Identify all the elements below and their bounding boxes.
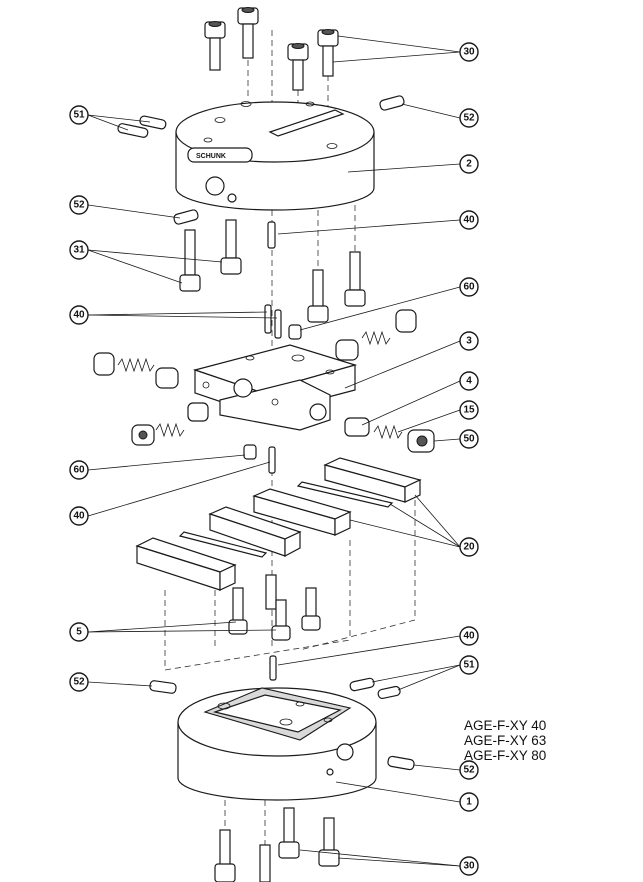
screw-5-a <box>228 587 248 635</box>
brand-mark: SCHUNK <box>196 153 226 160</box>
svg-text:15: 15 <box>463 405 475 416</box>
screw-30-bottom-3 <box>278 807 300 859</box>
screw-5-d <box>301 587 321 631</box>
svg-text:40: 40 <box>73 511 85 522</box>
svg-text:50: 50 <box>463 434 475 445</box>
callout-3: 3 <box>459 331 479 351</box>
svg-text:30: 30 <box>463 861 475 872</box>
screw-30-top-1 <box>204 21 226 71</box>
callout-52-top: 52 <box>459 108 479 128</box>
callout-40-lower: 40 <box>459 626 479 646</box>
bushing-4 <box>344 417 370 437</box>
spring-15 <box>373 424 403 440</box>
guide-rail-20-bottom <box>135 537 237 591</box>
svg-text:52: 52 <box>73 200 85 211</box>
callout-30-top: 30 <box>459 42 479 62</box>
piece-60-upper <box>288 324 302 340</box>
screw-30-top-2 <box>237 7 259 59</box>
spring-cap-assembly-left-lower <box>131 402 209 446</box>
screw-30-bottom-1 <box>214 829 236 882</box>
callout-15: 15 <box>459 400 479 420</box>
screw-31-a <box>179 229 201 292</box>
model-label: AGE-F-XY 80 <box>464 748 547 763</box>
callout-52-mid: 52 <box>69 195 89 215</box>
callout-1: 1 <box>459 792 479 812</box>
guide-rod-20-back <box>296 481 394 508</box>
screw-31-c <box>307 269 329 323</box>
model-list: AGE-F-XY 40 AGE-F-XY 63 AGE-F-XY 80 <box>464 718 546 763</box>
leader-lines <box>87 35 461 867</box>
piece-60-lower <box>243 444 257 460</box>
svg-text:4: 4 <box>466 376 472 387</box>
dowel-pin-52-top <box>379 95 405 111</box>
model-label: AGE-F-XY 63 <box>464 733 547 748</box>
screw-30-bottom-4 <box>318 817 340 867</box>
guide-rail-20-mid <box>252 488 352 536</box>
svg-text:20: 20 <box>463 542 475 553</box>
callout-40-mid: 40 <box>69 506 89 526</box>
callout-60-upper: 60 <box>459 277 479 297</box>
callout-30-bottom: 30 <box>459 856 479 876</box>
svg-text:60: 60 <box>463 282 475 293</box>
callout-5: 5 <box>69 622 89 642</box>
screw-31-d <box>344 251 366 307</box>
callout-60-lower: 60 <box>69 460 89 480</box>
callout-52-left: 52 <box>69 672 89 692</box>
dowel-pin-51-d <box>377 685 401 700</box>
spring-cap-assembly-right-upper <box>335 309 417 361</box>
screw-30-bottom-2 <box>259 844 271 882</box>
dowel-pin-51-c <box>349 677 375 692</box>
callout-52-right: 52 <box>459 760 479 780</box>
svg-text:3: 3 <box>466 336 472 347</box>
callout-50: 50 <box>459 429 479 449</box>
pin-40-upper <box>267 221 276 249</box>
pin-40-lower <box>269 655 277 681</box>
dowel-pin-52-mid <box>173 209 199 225</box>
svg-text:52: 52 <box>73 677 85 688</box>
model-label: AGE-F-XY 40 <box>464 718 547 733</box>
svg-text:51: 51 <box>463 660 475 671</box>
svg-text:52: 52 <box>463 113 475 124</box>
svg-text:30: 30 <box>463 47 475 58</box>
screw-30-top-3 <box>287 43 309 91</box>
svg-text:2: 2 <box>466 159 472 170</box>
callout-20: 20 <box>459 537 479 557</box>
svg-text:60: 60 <box>73 465 85 476</box>
svg-text:40: 40 <box>463 631 475 642</box>
dowel-pin-51-a <box>117 123 149 138</box>
screw-5-c <box>271 599 291 641</box>
svg-text:40: 40 <box>73 310 85 321</box>
screw-cap-50 <box>407 429 435 453</box>
callout-51-base: 51 <box>459 655 479 675</box>
svg-text:52: 52 <box>463 765 475 776</box>
callout-31: 31 <box>69 240 89 260</box>
callout-40-upper: 40 <box>459 210 479 230</box>
base-body-1 <box>177 687 377 801</box>
cross-slide-block-3 <box>192 344 358 431</box>
dowel-pin-52-left <box>149 680 177 694</box>
dowel-pin-52-right <box>387 755 415 771</box>
svg-text:51: 51 <box>73 110 85 121</box>
guide-rail-20-front <box>208 506 302 557</box>
callout-4: 4 <box>459 371 479 391</box>
screw-5-b <box>265 574 277 610</box>
svg-text:40: 40 <box>463 215 475 226</box>
svg-text:5: 5 <box>76 627 82 638</box>
screw-31-b <box>220 219 242 275</box>
pins-40-pair <box>264 304 282 339</box>
screw-30-top-4 <box>317 29 339 77</box>
guide-rod-20-front <box>178 531 268 558</box>
dowel-pin-51-b <box>139 115 167 130</box>
spring-cap-assembly-left-upper <box>93 352 179 389</box>
callout-2: 2 <box>459 154 479 174</box>
pin-40-mid <box>268 446 276 474</box>
callout-40-pair: 40 <box>69 305 89 325</box>
svg-text:31: 31 <box>73 245 85 256</box>
callout-51-top: 51 <box>69 105 89 125</box>
top-plate-2: SCHUNK <box>175 101 375 211</box>
svg-text:1: 1 <box>466 797 472 808</box>
guide-rail-20-back <box>323 457 422 503</box>
